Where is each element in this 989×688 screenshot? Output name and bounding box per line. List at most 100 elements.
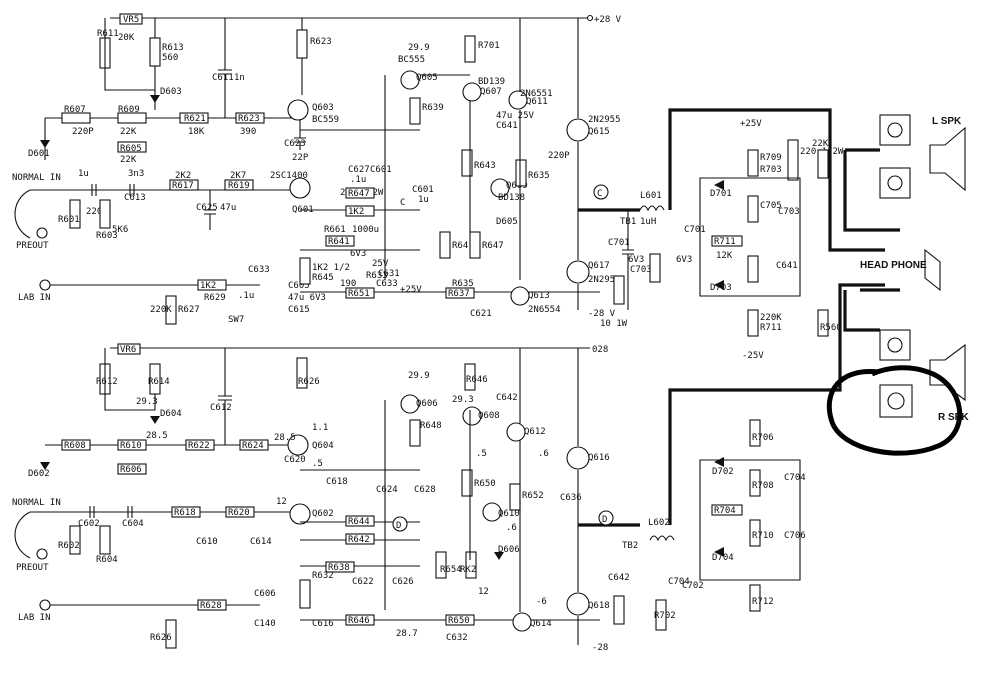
- svg-text:BD139: BD139: [478, 77, 505, 87]
- svg-text:3n3: 3n3: [128, 169, 144, 179]
- bottom-normal-in-label: NORMAL IN: [12, 498, 61, 508]
- svg-text:D602: D602: [28, 469, 50, 479]
- svg-text:D606: D606: [498, 545, 520, 555]
- svg-text:29.9: 29.9: [408, 43, 430, 53]
- svg-text:C616: C616: [312, 619, 334, 629]
- svg-text:28.7: 28.7: [396, 629, 418, 639]
- svg-text:R609: R609: [118, 105, 140, 115]
- svg-text:R711: R711: [714, 237, 736, 247]
- svg-text:Q612: Q612: [524, 427, 546, 437]
- svg-text:R650: R650: [448, 616, 470, 626]
- svg-text:Q605: Q605: [416, 73, 438, 83]
- svg-text:D604: D604: [160, 409, 182, 419]
- r-spk-jack-lower: [879, 384, 913, 418]
- svg-text:C642: C642: [496, 393, 518, 403]
- svg-text:R644: R644: [348, 517, 370, 527]
- svg-text:.5: .5: [312, 459, 323, 469]
- svg-text:C701: C701: [684, 225, 706, 235]
- svg-text:-25V: -25V: [742, 351, 764, 361]
- svg-text:Q611: Q611: [526, 97, 548, 107]
- svg-text:Q615: Q615: [588, 127, 610, 137]
- svg-text:C602: C602: [78, 519, 100, 529]
- svg-text:R618: R618: [174, 508, 196, 518]
- svg-text:R647: R647: [348, 189, 370, 199]
- svg-text:220K: 220K: [760, 313, 782, 323]
- svg-text:22K: 22K: [120, 127, 137, 137]
- top-channel: +28 V VR5 20K R611 R613 560 D603 C611 1n…: [12, 13, 885, 361]
- svg-text:1u: 1u: [418, 195, 429, 205]
- svg-text:D601: D601: [28, 149, 50, 159]
- svg-text:R661: R661: [324, 225, 346, 235]
- svg-text:028: 028: [592, 345, 608, 355]
- svg-text:C625: C625: [196, 203, 218, 213]
- svg-text:L601: L601: [640, 191, 662, 201]
- svg-text:C633: C633: [376, 279, 398, 289]
- r-speaker-icon: [929, 343, 966, 402]
- svg-text:R626: R626: [150, 633, 172, 643]
- svg-text:1K2: 1K2: [200, 281, 216, 291]
- svg-text:R560: R560: [820, 323, 842, 333]
- svg-text:R643: R643: [474, 161, 496, 171]
- svg-text:R637: R637: [448, 289, 470, 299]
- svg-text:C631: C631: [378, 269, 400, 279]
- svg-text:R626: R626: [298, 377, 320, 387]
- svg-text:R610: R610: [120, 441, 142, 451]
- svg-text:R712: R712: [752, 597, 774, 607]
- svg-text:Q606: Q606: [416, 399, 438, 409]
- svg-text:R633: R633: [366, 271, 388, 281]
- svg-text:C624: C624: [376, 485, 398, 495]
- svg-text:220K: 220K: [86, 207, 108, 217]
- svg-text:C704: C704: [668, 577, 690, 587]
- svg-text:C641: C641: [496, 121, 518, 131]
- svg-text:C604: C604: [122, 519, 144, 529]
- svg-text:1K2: 1K2: [348, 207, 364, 217]
- svg-text:22K: 22K: [812, 139, 829, 149]
- svg-text:6V3: 6V3: [350, 249, 366, 259]
- top-lab-in-label: LAB IN: [18, 293, 51, 303]
- svg-text:TB2: TB2: [622, 541, 638, 551]
- svg-text:BC559: BC559: [312, 115, 339, 125]
- bottom-channel: 028 VR6 R612 R614 29.3 D604 C612 R626 29…: [12, 283, 885, 653]
- svg-text:RK2: RK2: [460, 565, 476, 575]
- svg-text:R606: R606: [120, 465, 142, 475]
- svg-text:R639: R639: [422, 103, 444, 113]
- svg-text:R648: R648: [420, 421, 442, 431]
- svg-text:R608: R608: [64, 441, 86, 451]
- svg-text:SW7: SW7: [228, 315, 244, 325]
- svg-text:BC555: BC555: [398, 55, 425, 65]
- svg-text:C705: C705: [760, 201, 782, 211]
- svg-text:R645: R645: [312, 273, 334, 283]
- svg-text:R704: R704: [714, 506, 736, 516]
- svg-text:D701: D701: [710, 189, 732, 199]
- svg-text:.1u: .1u: [238, 291, 254, 301]
- svg-text:+25V: +25V: [740, 119, 762, 129]
- svg-text:190: 190: [340, 279, 356, 289]
- svg-text:R651: R651: [348, 289, 370, 299]
- svg-text:D704: D704: [712, 553, 734, 563]
- top-preout-label: PREOUT: [16, 241, 49, 251]
- svg-text:R621: R621: [184, 114, 206, 124]
- svg-text:C614: C614: [250, 537, 272, 547]
- svg-text:C641: C641: [776, 261, 798, 271]
- svg-text:R709: R709: [760, 153, 782, 163]
- svg-text:C633: C633: [248, 265, 270, 275]
- svg-text:+25V: +25V: [400, 285, 422, 295]
- svg-text:R706: R706: [752, 433, 774, 443]
- svg-text:Q618: Q618: [588, 601, 610, 611]
- svg-text:C601: C601: [412, 185, 434, 195]
- svg-text:.6: .6: [506, 523, 517, 533]
- svg-text:R602: R602: [58, 541, 80, 551]
- svg-text:22P: 22P: [292, 153, 309, 163]
- svg-text:Q607: Q607: [480, 87, 502, 97]
- svg-text:R611: R611: [97, 29, 119, 39]
- svg-text:C618: C618: [326, 477, 348, 487]
- svg-text:28.5: 28.5: [274, 433, 296, 443]
- svg-text:1uH: 1uH: [640, 217, 656, 227]
- svg-text:L602: L602: [648, 518, 670, 528]
- svg-text:Q602: Q602: [312, 509, 334, 519]
- svg-text:1u: 1u: [78, 169, 89, 179]
- svg-text:R604: R604: [96, 555, 118, 565]
- svg-text:1n: 1n: [234, 73, 245, 83]
- svg-text:C628: C628: [414, 485, 436, 495]
